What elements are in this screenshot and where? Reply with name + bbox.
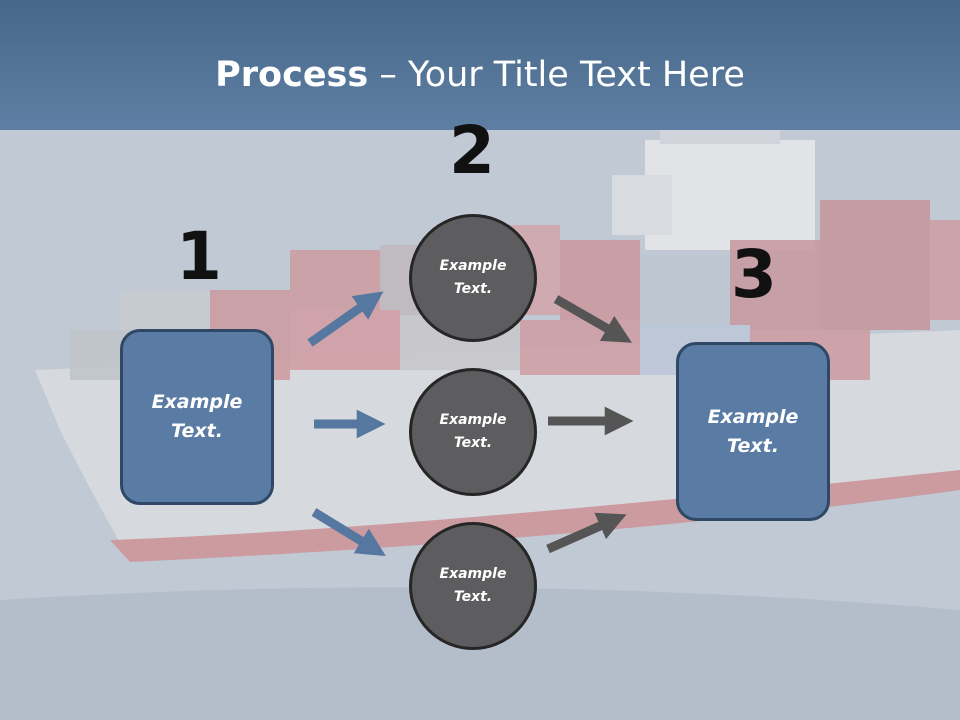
step-1-box-text: Example Text. <box>151 391 243 442</box>
step-3-box-text: Example Text. <box>707 405 799 457</box>
step-number-2: 2 <box>449 112 495 189</box>
step-1-box[interactable]: Example Text. <box>120 329 274 505</box>
title-strong: Process <box>215 55 369 95</box>
circle-middle-text: Example Text. <box>439 412 507 451</box>
step-number-1: 1 <box>176 218 222 295</box>
step-2-circle-middle[interactable]: Example Text. <box>409 368 537 496</box>
step-number-3: 3 <box>731 236 777 313</box>
title-band <box>0 0 960 130</box>
title-rest: – Your Title Text Here <box>368 55 745 95</box>
step-2-circle-top[interactable]: Example Text. <box>409 214 537 342</box>
slide-title: Process – Your Title Text Here <box>0 52 960 98</box>
circle-top-text: Example Text. <box>439 258 507 297</box>
step-2-circle-bottom[interactable]: Example Text. <box>409 522 537 650</box>
step-3-box[interactable]: Example Text. <box>676 342 830 521</box>
circle-bottom-text: Example Text. <box>439 566 507 605</box>
